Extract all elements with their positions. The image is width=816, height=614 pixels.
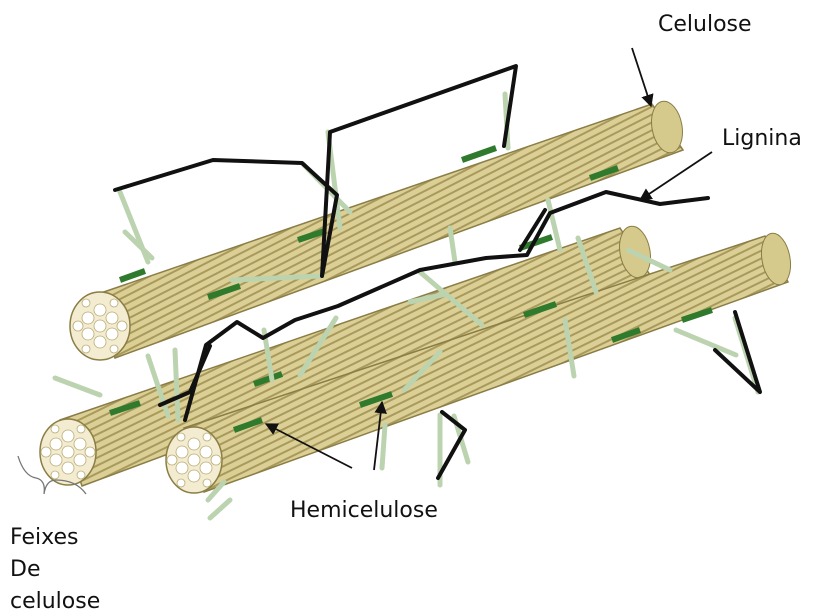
label-celulose: Celulose [658, 12, 752, 38]
arrow-celulose [632, 48, 651, 106]
label-lignina: Lignina [722, 126, 802, 152]
label-hemicelulose: Hemicelulose [290, 498, 438, 524]
label-feixes-line-3: celulose [10, 586, 100, 614]
label-feixes-line-1: Feixes [10, 522, 100, 554]
label-feixes-line-2: De [10, 554, 100, 586]
label-feixes-de-celulose: Feixes De celulose [10, 522, 100, 614]
